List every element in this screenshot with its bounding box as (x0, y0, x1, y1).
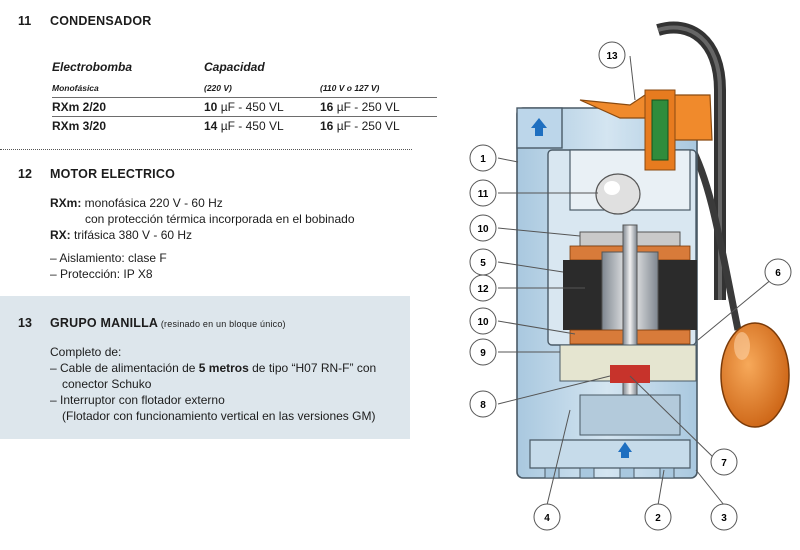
float-highlight (734, 332, 750, 360)
callout-10-top: 10 (469, 214, 497, 242)
float-switch (720, 322, 790, 428)
inlet-flow-arrow (618, 442, 632, 458)
handle-switch: – Interruptor con flotador externo (50, 393, 225, 407)
impeller (579, 394, 681, 436)
svg-text:2: 2 (655, 513, 661, 524)
callout-2: 2 (644, 503, 672, 531)
section-11-title: CONDENSADOR (50, 14, 152, 28)
capacitor-highlight (604, 181, 620, 195)
svg-text:11: 11 (478, 189, 489, 200)
svg-text:8: 8 (480, 400, 486, 411)
sub-header-110v: (110 V o 127 V) (320, 83, 380, 93)
col-header-electrobomba: Electrobomba (52, 60, 133, 74)
callout-8: 8 (469, 390, 497, 418)
svg-text:1: 1 (480, 154, 486, 165)
outlet-flow-arrow (531, 118, 547, 136)
callout-4: 4 (533, 503, 561, 531)
handle-float-note: (Flotador con funcionamiento vertical en… (62, 409, 376, 423)
table-row-220v: 10 µF - 450 VL (204, 100, 284, 114)
table-rule-top (52, 97, 437, 98)
section-divider (0, 149, 412, 150)
svg-text:13: 13 (606, 51, 618, 62)
capacitor (595, 173, 641, 215)
outlet-pipe (516, 107, 563, 149)
table-row-110v: 16 µF - 250 VL (320, 119, 400, 133)
base-feet (544, 467, 675, 479)
motor-protection: – Protección: IP X8 (50, 267, 153, 281)
motor-insulation: – Aislamiento: clase F (50, 251, 167, 265)
handle-intro: Completo de: (50, 345, 122, 359)
callout-6: 6 (764, 258, 792, 286)
callout-7: 7 (710, 448, 738, 476)
svg-text:3: 3 (721, 513, 727, 524)
svg-text:9: 9 (480, 348, 486, 359)
power-cable-highlight (657, 25, 722, 300)
table-row-110v: 16 µF - 250 VL (320, 100, 400, 114)
callout-9: 9 (469, 338, 497, 366)
callout-11: 11 (469, 179, 497, 207)
callout-5: 5 (469, 248, 497, 276)
handle-cable-line: – Cable de alimentación de 5 metros de t… (50, 361, 377, 375)
callout-leader-lines (497, 55, 779, 506)
section-13-box (0, 296, 410, 439)
svg-text:4: 4 (544, 513, 550, 524)
svg-text:7: 7 (721, 458, 727, 469)
col-header-capacidad: Capacidad (204, 60, 265, 74)
handle-connector: conector Schuko (62, 377, 152, 391)
pump-cutaway-diagram: 13 1 11 10 5 12 10 9 8 4 2 3 7 6 (469, 21, 792, 531)
svg-text:12: 12 (477, 284, 489, 295)
table-row-model: RXm 3/20 (52, 119, 107, 133)
callout-10-bottom: 10 (469, 307, 497, 335)
section-13-title: GRUPO MANILLA (resinado en un bloque úni… (50, 316, 286, 330)
svg-text:10: 10 (477, 224, 489, 235)
callout-13: 13 (598, 41, 626, 69)
section-12-title: MOTOR ELECTRICO (50, 167, 175, 181)
svg-text:5: 5 (480, 258, 486, 269)
section-13-number: 13 (18, 316, 32, 330)
motor-rxm-line: RXm: monofásica 220 V - 60 Hz (50, 196, 223, 210)
motor-rxm-protection: con protección térmica incorporada en el… (85, 212, 355, 226)
motor-rx-line: RX: trifásica 380 V - 60 Hz (50, 228, 193, 242)
table-rule-mid (52, 116, 437, 117)
pump-base (529, 439, 691, 469)
sub-header-monofasica: Monofásica (52, 83, 99, 93)
mechanical-seal (610, 365, 650, 383)
callout-3: 3 (710, 503, 738, 531)
section-12-number: 12 (18, 167, 32, 181)
svg-text:10: 10 (477, 317, 489, 328)
handle-cable-gland (651, 99, 669, 161)
sub-header-220v: (220 V) (204, 83, 232, 93)
table-row-model: RXm 2/20 (52, 100, 107, 114)
svg-text:6: 6 (775, 268, 781, 279)
callout-1: 1 (469, 144, 497, 172)
section-11-number: 11 (18, 14, 32, 28)
callout-12: 12 (469, 274, 497, 302)
table-row-220v: 14 µF - 450 VL (204, 119, 284, 133)
